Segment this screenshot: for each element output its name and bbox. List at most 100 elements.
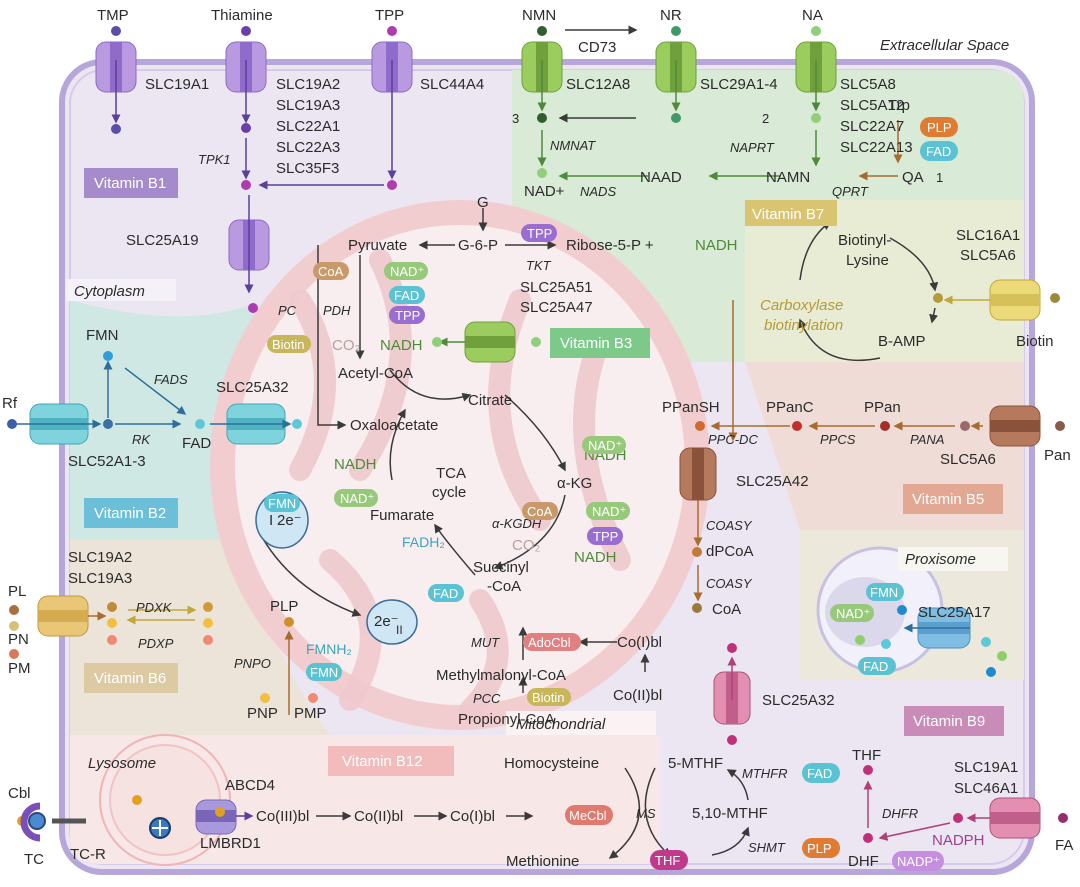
qprt-label: QPRT [832,184,869,199]
co2bl-mito-label: Co(II)bl [613,687,662,704]
pcc-label: PCC [473,691,501,706]
svg-text:NAD⁺: NAD⁺ [390,264,424,279]
namn-label: NAMN [766,169,810,186]
cofactor-badges: PLP FAD TPP CoA NAD⁺ FAD TPP Biotin NAD⁺… [264,117,958,871]
fumarate-label: Fumarate [370,507,434,524]
badge-coa-pdh: CoA [313,262,349,280]
badge-nad-akgdh: NAD⁺ [586,502,630,520]
slc16a1-label: SLC16A1 [956,227,1020,244]
complex-ii-label: II [396,623,403,637]
vitamin-b7-label: Vitamin B7 [752,206,824,223]
mthfr-label: MTHFR [742,766,788,781]
co2-akgdh-label: CO₂ [512,537,541,554]
svg-text:PLP: PLP [807,841,832,856]
vitamin-b1-texts: TMP Thiamine TPP SLC19A1 SLC19A2 SLC19A3… [97,7,484,249]
extracellular-label: Extracellular Space [880,37,1009,54]
slc25a32-b9-label: SLC25A32 [762,692,835,709]
slc19a2-b6-label: SLC19A2 [68,549,132,566]
vitamin-b2-label: Vitamin B2 [94,505,166,522]
ribose-label: Ribose-5-P + [566,237,654,254]
svg-text:FAD: FAD [807,766,832,781]
tca-label-1: TCA [436,465,466,482]
biotinylation-label: biotinylation [764,317,843,334]
cytoplasm-label-bg [66,279,176,301]
ms-label: MS [636,806,656,821]
dhf-label: DHF [848,853,879,870]
vitamin-b6-label: Vitamin B6 [94,670,166,687]
svg-text:FAD: FAD [433,586,458,601]
lysosome-label: Lysosome [88,755,156,772]
pm-label: PM [8,660,31,677]
svg-text:THF: THF [655,853,680,868]
electrons-i-label: 2e⁻ [277,512,302,529]
fads-label: FADS [154,372,188,387]
svg-text:NAD⁺: NAD⁺ [340,491,374,506]
coa-suffix-label: -CoA [487,578,521,595]
svg-text:FMN: FMN [870,585,898,600]
vitamin-b9-texts: SLC25A32 SLC19A1 SLC46A1 FA THF DHF DHFR… [636,692,1073,870]
co1bl-label: Co(I)bl [450,808,495,825]
svg-text:NAD⁺: NAD⁺ [588,438,622,453]
nads-label: NADS [580,184,616,199]
pn-label: PN [8,631,29,648]
cytoplasm-label: Cytoplasm [74,283,145,300]
tc-r-label: TC-R [70,846,106,863]
tkt-label: TKT [526,258,552,273]
badge-coa-akgdh: CoA [522,502,558,520]
badge-fmn-pnpo: FMN [306,663,342,681]
mitochondrial-label: Mitochondrial [516,716,606,733]
slc44a4-label: SLC44A4 [420,76,484,93]
slc19a1-b9-label: SLC19A1 [954,759,1018,776]
coasy-1-label: COASY [706,518,753,533]
ppc-dc-label: PPC-DC [708,432,758,447]
ppanc-label: PPanC [766,399,814,416]
slc25a47-label: SLC25A47 [520,299,593,316]
mut-label: MUT [471,635,500,650]
step-3-label: 3 [512,111,519,126]
badge-adocbl: AdoCbl [523,633,581,651]
fadh2-label: FADH₂ [402,534,445,550]
vitamin-b7-texts: Biotinyl- Lysine B-AMP Carboxylase bioti… [760,227,1054,350]
rf-label: Rf [2,395,18,412]
vitamin-b3-texts: NMN NR NA CD73 SLC12A8 SLC29A1-4 SLC5A8 … [458,7,943,316]
naad-label: NAAD [640,169,682,186]
mito-label-bg [506,711,656,735]
tc-label: TC [24,851,44,868]
pnp-label: PNP [247,705,278,722]
svg-text:AdoCbl: AdoCbl [528,635,571,650]
fa-label: FA [1055,837,1073,854]
slc52a1-3-label: SLC52A1-3 [68,453,146,470]
pnpo-label: PNPO [234,656,271,671]
slc25a19-label: SLC25A19 [126,232,199,249]
badge-tpp-pdh: TPP [389,306,425,324]
slc5a6-b5-label: SLC5A6 [940,451,996,468]
slc46a1-label: SLC46A1 [954,780,1018,797]
methionine-label: Methionine [506,853,579,870]
vitamin-b12-label: Vitamin B12 [342,753,423,770]
badge-nad-pdh: NAD⁺ [384,262,428,280]
oxaloacetate-label: Oxaloacetate [350,417,438,434]
thiamine-label: Thiamine [211,7,273,24]
badge-fmn-complex-i: FMN [264,494,300,512]
dhfr-label: DHFR [882,806,918,821]
svg-text:FAD: FAD [863,659,888,674]
lysine-label: Lysine [846,252,889,269]
pan-label: Pan [1044,447,1071,464]
b-amp-label: B-AMP [878,333,926,350]
transporter-slc19a1-b9 [989,797,1041,839]
badge-plp-trp: PLP [920,117,958,137]
slc22a3-label: SLC22A3 [276,139,340,156]
succinyl-label: Succinyl [473,559,529,576]
badge-biotin-pcc: Biotin [527,688,571,706]
acetyl-coa-label: Acetyl-CoA [338,365,413,382]
transporter-slc25a51 [464,321,516,363]
co2bl-label: Co(II)bl [354,808,403,825]
complex-ii [366,599,418,645]
cbl-label: Cbl [8,785,31,802]
methylmalonyl-label: Methylmalonyl-CoA [436,667,566,684]
slc25a51-label: SLC25A51 [520,279,593,296]
transporter-slc5a6-b5 [989,405,1041,447]
transporter-abcd4 [195,799,237,835]
homocysteine-label: Homocysteine [504,755,599,772]
pdh-label: PDH [323,303,351,318]
